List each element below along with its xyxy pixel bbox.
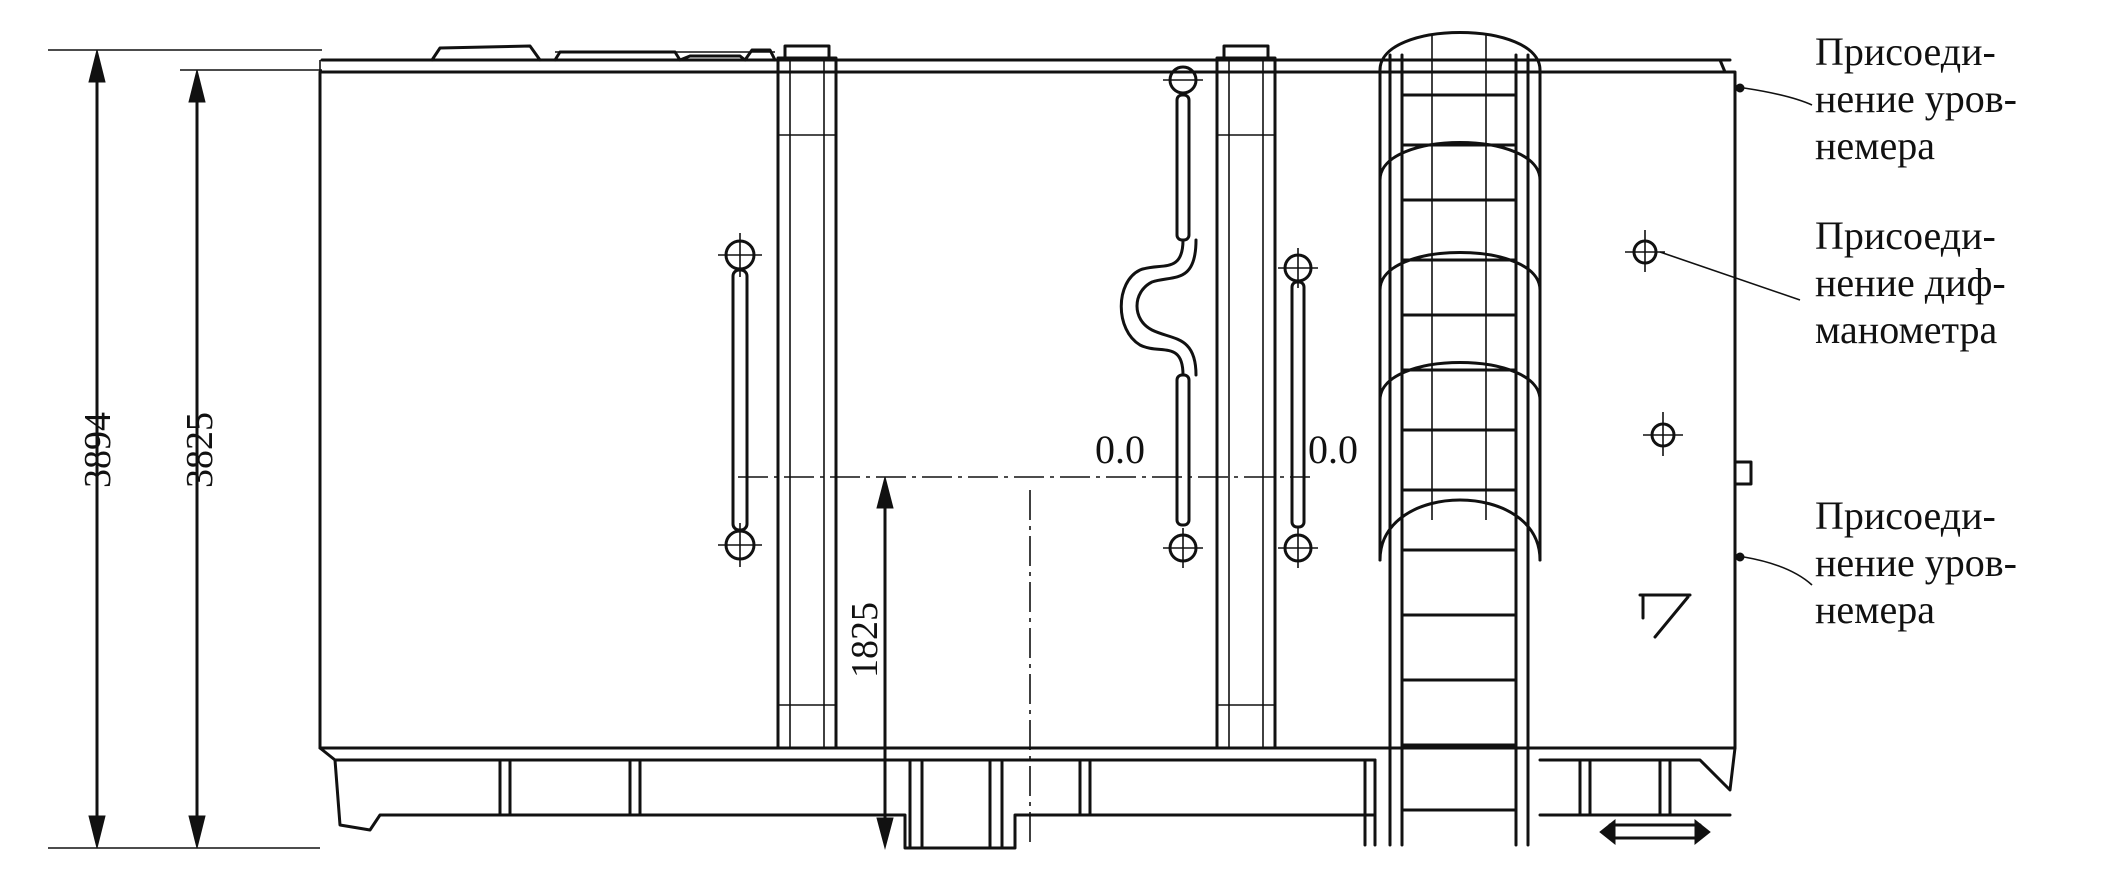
level-symbol-icon [1638,593,1692,639]
diff-manometer-connection [1625,230,1801,486]
level-gauge-connection-top [1735,83,1813,106]
callout-level-gauge-bottom-line-3: немера [1815,587,1935,632]
level-gauge-left [718,233,762,567]
stiffener-left [776,44,838,750]
dimension-body-height: 3825 [179,69,322,849]
ladder-cage [1378,31,1542,562]
callout-level-gauge-top: Присоеди- нение уров- немера [1815,28,2017,169]
callout-level-gauge-top-line-2: нение уров- [1815,76,2017,121]
tank-base [318,746,1737,850]
callout-diff-manometer-line-2: нение диф- [1815,260,2006,305]
dimension-axis-height-value: 1825 [844,602,886,678]
callout-diff-manometer: Присоеди- нение диф- манометра [1815,212,2006,353]
callout-diff-manometer-line-1: Присоеди- [1815,213,1996,258]
callout-level-gauge-top-line-1: Присоеди- [1815,29,1996,74]
tank-body [318,44,1737,750]
ladder [1378,31,1542,847]
level-gauge-middle [1119,65,1203,568]
dimension-axis-height: 1825 [844,476,894,850]
stiffener-right [1215,44,1277,750]
dimension-body-height-value: 3825 [179,412,221,488]
level-gauge-right [1278,248,1318,568]
level-mark-right: 0.0 [1308,427,1358,472]
callout-diff-manometer-line-3: манометра [1815,307,1998,352]
dimension-overall-height-value: 3894 [77,412,119,488]
level-mark-left: 0.0 [1095,427,1145,472]
level-gauge-connection-bottom [1735,552,1813,586]
callout-level-gauge-bottom-line-1: Присоеди- [1815,493,1996,538]
ladder-rungs [1400,93,1518,812]
callout-level-gauge-top-line-3: немера [1815,123,1935,168]
dimension-overall-height: 3894 [48,49,322,849]
callout-level-gauge-bottom-line-2: нение уров- [1815,540,2017,585]
callout-level-gauge-bottom: Присоеди- нение уров- немера [1815,492,2017,633]
